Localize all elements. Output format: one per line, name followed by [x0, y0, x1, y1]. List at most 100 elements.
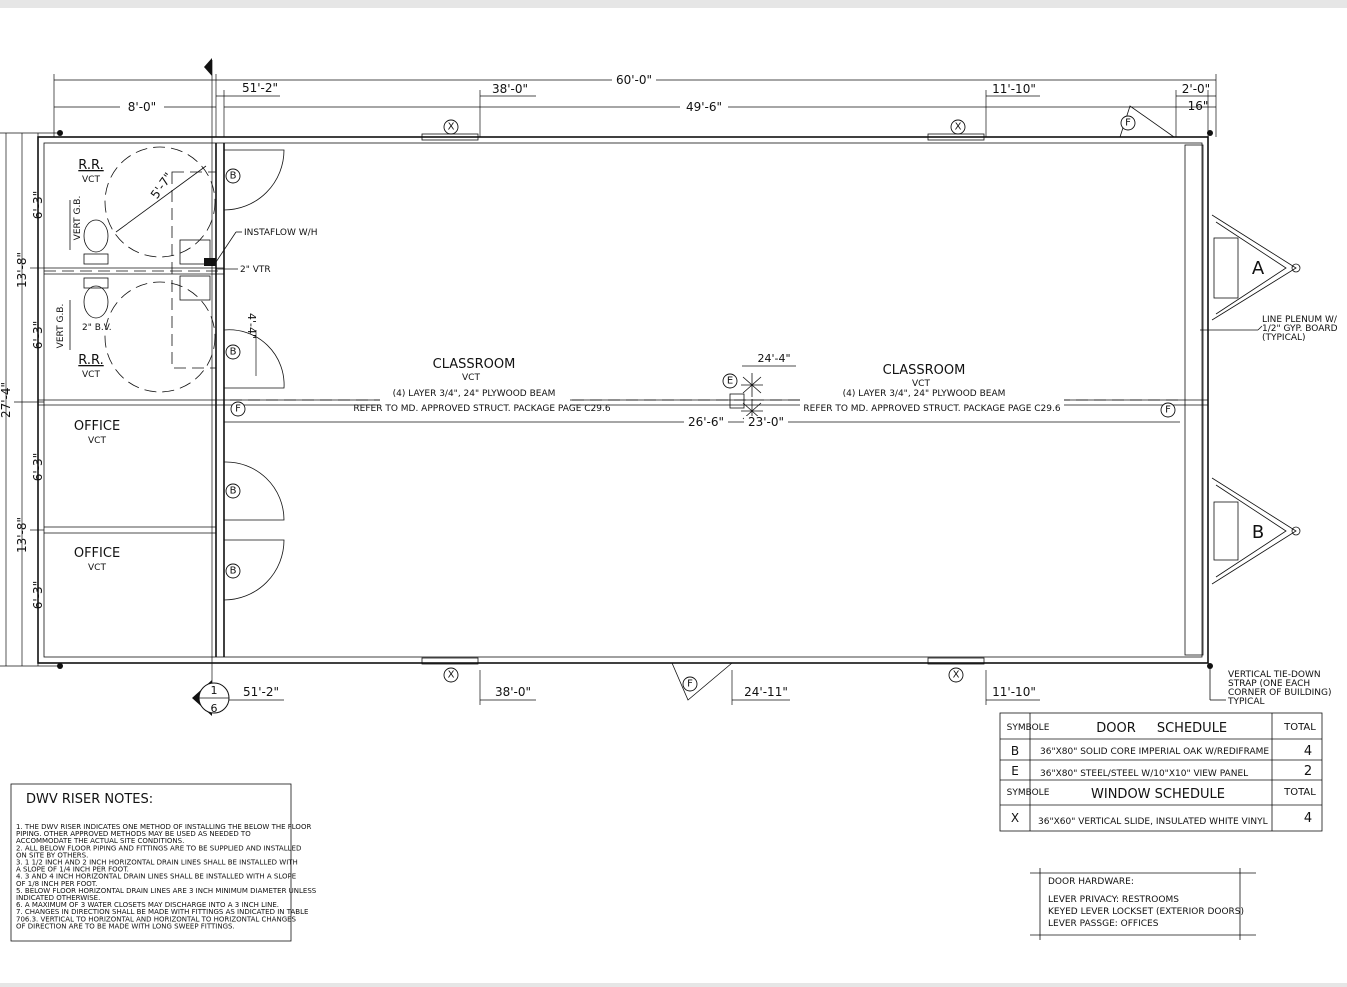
dim-left-6a: 6'-3"	[31, 191, 45, 219]
dwv-note-line: 706.3. VERTICAL TO HORIZONTAL AND HORIZO…	[16, 915, 297, 923]
dim-mid-24: 24'-4"	[757, 352, 790, 365]
callout-plenum-2: 1/2" GYP. BOARD	[1262, 324, 1338, 334]
room-floor-rr2: VCT	[82, 370, 100, 380]
dwv-notes-title: DWV RISER NOTES:	[26, 792, 153, 807]
lavatory-clearance	[171, 171, 217, 369]
window	[421, 657, 479, 665]
door-swing-office2	[223, 539, 285, 601]
toilet-bowl	[83, 219, 109, 253]
door-tag-b: B	[225, 483, 241, 499]
hitch-frame	[1215, 221, 1287, 315]
dim-bot-11: 11'-10"	[992, 685, 1036, 699]
section-page: 6	[211, 702, 218, 715]
dim-overall-width: 27'-4"	[0, 382, 13, 418]
section-arrow-top	[204, 58, 212, 76]
room-name-office2: OFFICE	[74, 546, 120, 561]
door-tag-f: F	[1120, 115, 1136, 131]
lavatory-sink	[179, 239, 211, 265]
door-tag-label: F	[1125, 118, 1131, 129]
door-hardware-box: DOOR HARDWARE: LEVER PRIVACY: RESTROOMS …	[1030, 868, 1256, 940]
callout-tiedown-1: VERTICAL TIE-DOWN	[1228, 670, 1321, 680]
dwv-note-line: ON SITE BY OTHERS.	[16, 851, 88, 859]
room-floor-office2: VCT	[88, 563, 106, 573]
water-heater	[204, 258, 216, 266]
door-hardware-item: KEYED LEVER LOCKSET (EXTERIOR DOORS)	[1048, 907, 1244, 917]
top-border-strip	[0, 0, 1347, 8]
beam-note-right-2: REFER TO MD. APPROVED STRUCT. PACKAGE PA…	[803, 404, 1060, 414]
door-tag-label: F	[687, 679, 693, 690]
door-row-symbol: B	[1011, 744, 1019, 758]
door-tag-label: B	[230, 171, 237, 182]
dim-top-2: 2'-0"	[1182, 82, 1210, 96]
dwv-note-line: 1. THE DWV RISER INDICATES ONE METHOD OF…	[16, 823, 311, 831]
callout-instaflow: INSTAFLOW W/H	[244, 228, 317, 238]
door-total-header: TOTAL	[1283, 722, 1316, 733]
section-number: 1	[211, 684, 218, 697]
callout-plenum-1: LINE PLENUM W/	[1262, 315, 1338, 325]
dimension-labels: 60'-0" 8'-0" 51'-2" 38'-0" 49'-6" 11'-10…	[0, 73, 1210, 699]
window-tag-label: X	[955, 122, 962, 133]
dim-door-4: 4'-4"	[245, 313, 258, 339]
schedule-border	[999, 712, 1323, 832]
dwv-note-line: 5. BELOW FLOOR HORIZONTAL DRAIN LINES AR…	[16, 887, 317, 895]
dim-left-13a: 13'-8"	[15, 252, 29, 288]
room-name-classroom1: CLASSROOM	[433, 357, 516, 372]
dim-overall-length: 60'-0"	[616, 73, 652, 87]
door-tag-f: F	[230, 401, 246, 417]
bottom-border-strip	[0, 983, 1347, 987]
window-tag-label: X	[953, 670, 960, 681]
door-tag-label: F	[235, 404, 241, 415]
beam-notes: (4) LAYER 3/4", 24" PLYWOOD BEAM REFER T…	[353, 386, 1064, 414]
dwv-note-line: 4. 3 AND 4 INCH HORIZONTAL DRAIN LINES S…	[16, 873, 296, 881]
dim-left-6d: 6'-3"	[31, 581, 45, 609]
hitch-frame	[1211, 477, 1297, 585]
hitch-frame	[1215, 484, 1287, 578]
beam-note-right-1: (4) LAYER 3/4", 24" PLYWOOD BEAM	[843, 389, 1006, 399]
room-floor-rr1: VCT	[82, 175, 100, 185]
hitch-tongue	[1213, 237, 1239, 299]
door-swing-rr2	[223, 329, 285, 389]
door-tag-label: B	[230, 566, 237, 577]
dim-top-11: 11'-10"	[992, 82, 1036, 96]
window-tag-x: X	[948, 667, 964, 683]
hitch-coupler	[1291, 263, 1301, 273]
callout-tiedown-2: STRAP (ONE EACH	[1228, 679, 1310, 689]
door-schedule-title-b: SCHEDULE	[1157, 721, 1227, 736]
window-total-header: TOTAL	[1283, 787, 1316, 798]
hitch-coupler	[1291, 526, 1301, 536]
hitch-label-a: A	[1252, 258, 1265, 279]
dim-bot-24: 24'-11"	[744, 685, 788, 699]
toilet-tank	[83, 253, 109, 265]
dim-left-13b: 13'-8"	[15, 517, 29, 553]
door-swing-office1	[223, 461, 285, 521]
window-tag-label: X	[448, 670, 455, 681]
window	[927, 657, 985, 665]
door-tag-label: E	[727, 376, 733, 387]
line-plenum	[1184, 144, 1204, 656]
dim-clearance: 5'-7"	[148, 170, 176, 201]
dwv-notes-border	[10, 783, 292, 942]
dwv-note-line: PIPING. OTHER APPROVED METHODS MAY BE US…	[16, 830, 251, 838]
callout-bv: 2" B.V.	[82, 323, 112, 333]
dwv-notes-lines: 1. THE DWV RISER INDICATES ONE METHOD OF…	[16, 823, 317, 930]
dim-top-51: 51'-2"	[242, 81, 278, 95]
door-tag-label: B	[230, 486, 237, 497]
turning-radius-circle	[104, 281, 216, 393]
dimension-lines	[0, 60, 1217, 705]
leader-line	[1257, 325, 1263, 331]
dwv-note-line: OF 1/8 INCH PER FOOT.	[16, 880, 97, 888]
toilet-tank	[83, 277, 109, 289]
dim-left-6b: 6'-3"	[31, 321, 45, 349]
door-row-total: 2	[1304, 764, 1312, 779]
beam-note-left-1: (4) LAYER 3/4", 24" PLYWOOD BEAM	[393, 389, 556, 399]
dwv-note-line: 7. CHANGES IN DIRECTION SHALL BE MADE WI…	[16, 908, 308, 916]
window-row-symbol: X	[1011, 811, 1019, 825]
window-symbol-header: SYMBOLE	[1007, 788, 1050, 798]
door-tag-label: B	[230, 347, 237, 358]
door-swing-rr1	[223, 149, 285, 211]
room-labels: R.R. VCT R.R. VCT OFFICE VCT OFFICE VCT …	[74, 158, 966, 573]
callouts: INSTAFLOW W/H 2" VTR 2" B.V. VERT G.B. V…	[56, 196, 1338, 707]
hitch-tongue	[1213, 501, 1239, 561]
door-swing-ext-bottom	[671, 662, 733, 701]
